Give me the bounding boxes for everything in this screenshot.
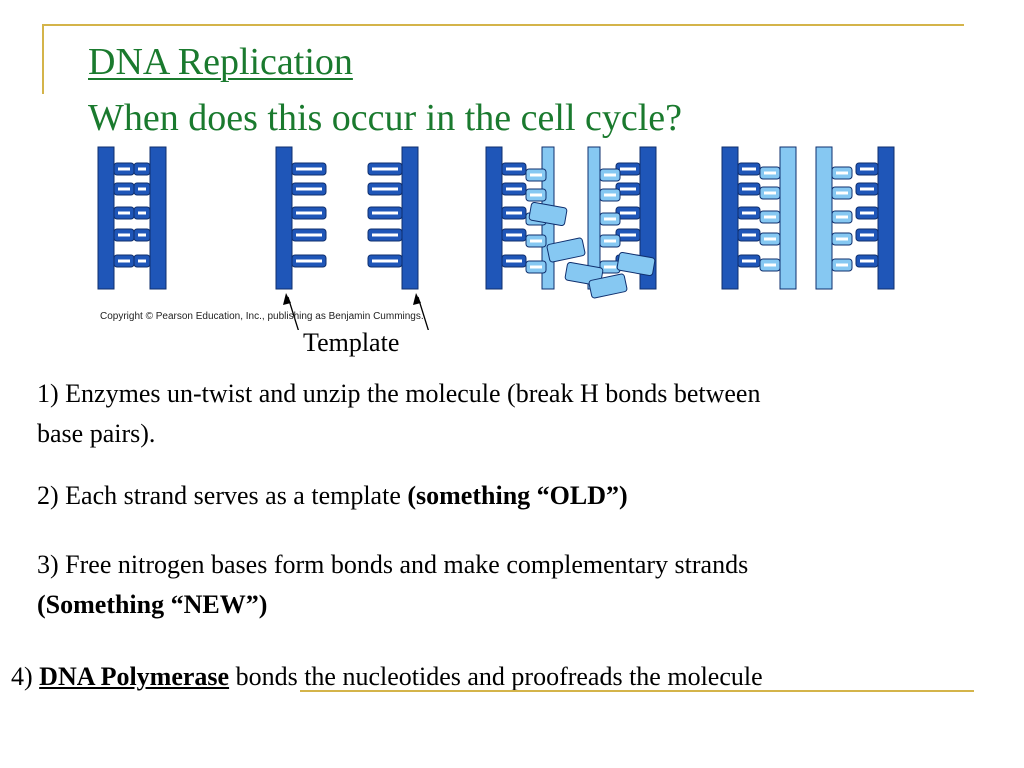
- template-right-strand: [401, 146, 419, 290]
- daughter-1-new-strand: [779, 146, 797, 290]
- step-3-emphasis: (Something “NEW”): [37, 590, 268, 619]
- step-4-number: 4): [11, 662, 33, 691]
- left-accent-line: [42, 24, 44, 94]
- slide-subtitle: When does this occur in the cell cycle?: [88, 97, 683, 139]
- template-arrowhead-right: [413, 293, 421, 305]
- step-3: 3) Free nitrogen bases form bonds and ma…: [37, 545, 997, 625]
- step-4-text: bonds the nucleotides and proofreads the…: [235, 662, 763, 691]
- daughter-1-old-strand: [721, 146, 739, 290]
- template-left-strand: [275, 146, 293, 290]
- template-arrowhead-left: [283, 293, 291, 305]
- replicating-left-old-strand: [485, 146, 503, 290]
- step-3-text: Free nitrogen bases form bonds and make …: [65, 550, 749, 579]
- slide-title: DNA Replication: [88, 41, 353, 83]
- top-accent-line: [42, 24, 964, 26]
- step-2-number: 2): [37, 481, 59, 510]
- parent-left-strand: [97, 146, 115, 290]
- step-2-text: Each strand serves as a template: [65, 481, 401, 510]
- dna-replication-figure: [97, 146, 895, 330]
- step-4: 4) DNA Polymerase bonds the nucleotides …: [11, 657, 1021, 697]
- step-4-term: DNA Polymerase: [39, 662, 230, 691]
- step-3-number: 3): [37, 550, 59, 579]
- daughter-2-old-strand: [877, 146, 895, 290]
- daughter-2-new-strand: [815, 146, 833, 290]
- template-label: Template: [303, 328, 400, 357]
- step-2: 2) Each strand serves as a template (som…: [37, 476, 997, 516]
- step-1: 1) Enzymes un-twist and unzip the molecu…: [37, 374, 797, 454]
- template-arrow-left: [287, 296, 299, 330]
- template-arrow-right: [417, 296, 429, 330]
- free-nucleotide-4: [588, 273, 628, 299]
- free-nucleotide-2: [546, 237, 586, 263]
- step-1-number: 1): [37, 379, 59, 408]
- bottom-accent-line: [300, 690, 974, 692]
- step-1-text: Enzymes un-twist and unzip the molecule …: [37, 379, 761, 448]
- parent-right-strand: [149, 146, 167, 290]
- free-nucleotide-5: [616, 251, 656, 277]
- copyright-notice: Copyright © Pearson Education, Inc., pub…: [100, 311, 424, 322]
- free-nucleotide-1: [528, 201, 568, 227]
- step-2-emphasis: (something “OLD”): [407, 481, 628, 510]
